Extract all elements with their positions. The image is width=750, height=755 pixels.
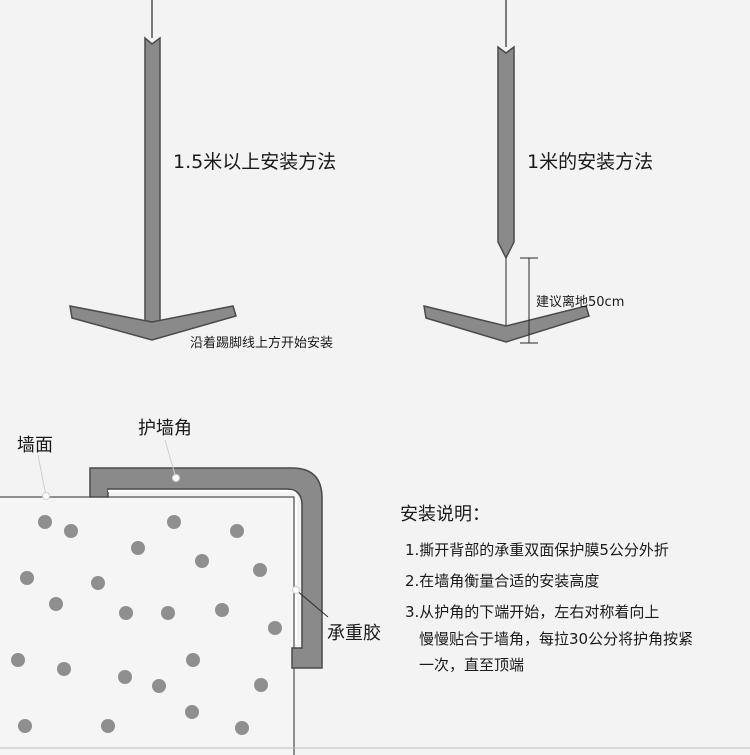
instruction-step-3-line-3: 一次，直至顶端 — [419, 656, 525, 674]
instructions-heading: 安装说明： — [400, 504, 490, 525]
tall-corner-guard — [144, 36, 161, 323]
tall-method-figure — [69, 0, 237, 341]
leader-guard — [164, 439, 177, 479]
height-dimension — [520, 257, 538, 344]
wall-texture-dots — [11, 515, 282, 735]
short-method-title: 1米的安装方法 — [527, 151, 654, 173]
instruction-step-3: 3.从护角的下端开始，左右对称着向上 — [405, 603, 660, 621]
baseboard-note: 沿着踢脚线上方开始安装 — [190, 336, 334, 351]
wall-block — [0, 496, 295, 755]
tall-method-title: 1.5米以上安装方法 — [173, 151, 337, 173]
cross-section-figure — [0, 439, 329, 755]
instruction-step-3-line-2: 慢慢贴合于墙角，每拉30公分将护角按紧 — [419, 630, 694, 648]
height-note: 建议离地50cm — [536, 295, 625, 310]
short-corner-guard — [497, 45, 515, 260]
baseboard-corner-left — [69, 305, 237, 341]
leader-dot-adhesive — [292, 586, 300, 594]
leader-dot-guard — [172, 474, 180, 482]
label-corner-guard: 护墙角 — [138, 418, 192, 439]
corner-guard-profile — [89, 467, 323, 669]
label-wall: 墙面 — [17, 435, 53, 456]
adhesive-strip — [108, 490, 297, 644]
leader-dot-wall — [42, 492, 50, 500]
leader-wall — [37, 454, 47, 497]
baseboard-corner-right — [423, 305, 590, 343]
instruction-step-1: 1.撕开背部的承重双面保护膜5公分外折 — [405, 541, 669, 559]
leader-adhesive — [295, 589, 329, 618]
label-adhesive: 承重胶 — [327, 623, 381, 644]
instruction-step-2: 2.在墙角衡量合适的安装高度 — [405, 572, 600, 590]
short-method-figure — [423, 0, 590, 344]
